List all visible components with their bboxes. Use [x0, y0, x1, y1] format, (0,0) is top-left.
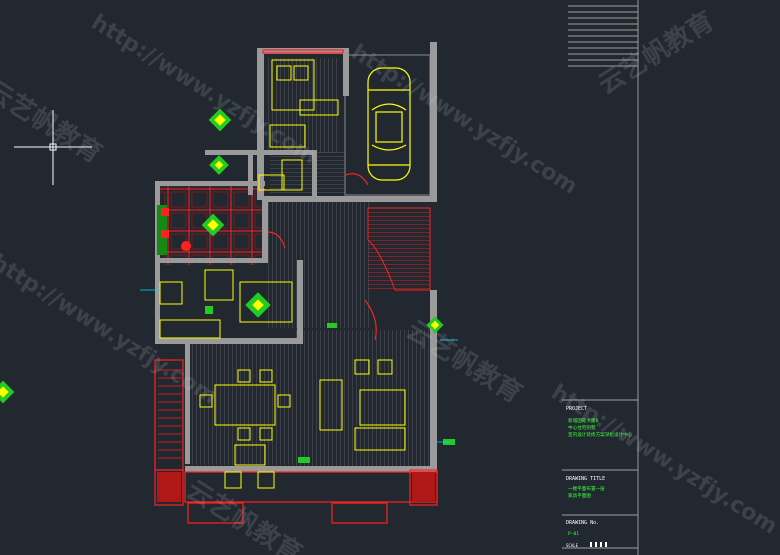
red-block-left: [157, 472, 181, 502]
project-line-3: 室内设计装修方案深化设计中心: [568, 433, 633, 438]
staircase: [368, 208, 430, 290]
scale-label: SCALE: [566, 543, 579, 548]
ucs-crosshair-icon: [14, 110, 92, 185]
floor-living: [295, 330, 430, 470]
drawing-no-value: P-01: [568, 532, 580, 537]
project-line-2: 中心住宅别墅: [568, 426, 596, 431]
plan-group: [0, 42, 458, 524]
bed: [271, 59, 315, 111]
project-line-1: 新城国际大厦B: [568, 419, 599, 424]
drawing-title-label: DRAWING TITLE: [566, 476, 606, 482]
drawing-title-line-2: 家具平面图: [568, 494, 591, 499]
scale-bar: [590, 542, 607, 547]
red-block-right: [412, 472, 435, 502]
car-icon: [367, 67, 411, 181]
floor-dining: [187, 340, 297, 465]
walls: [155, 42, 437, 472]
project-label: PROJECT: [566, 406, 588, 412]
drawing-title-line-1: 一楼平面布置一层: [568, 487, 605, 492]
drawing-no-label: DRAWING No.: [566, 520, 600, 526]
floor-hall: [265, 198, 370, 328]
title-block: [562, 0, 639, 555]
